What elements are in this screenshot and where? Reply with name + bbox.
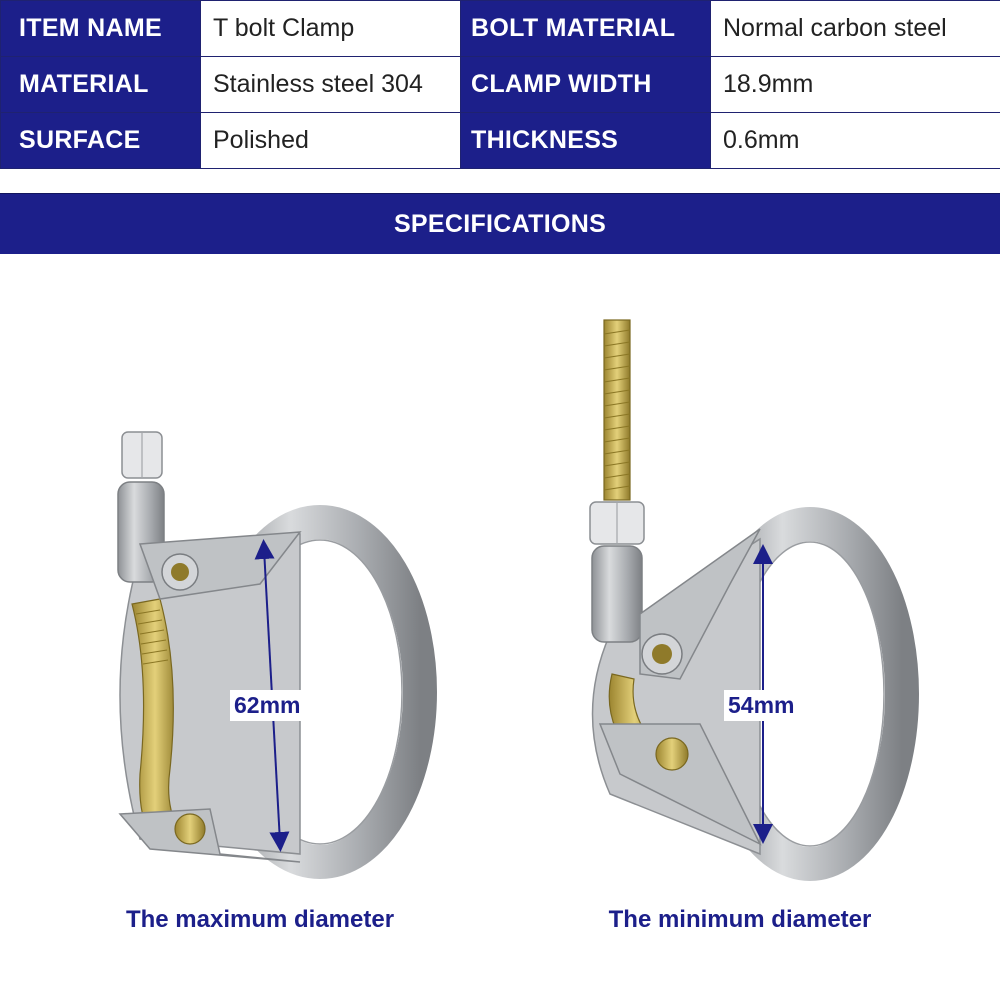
spec-value: 18.9mm <box>710 56 1000 113</box>
banner-title: SPECIFICATIONS <box>393 209 607 238</box>
product-illustration <box>117 319 919 881</box>
bridge-bottom <box>118 808 301 863</box>
caption-maximum-diameter: The maximum diameter <box>125 906 395 933</box>
bolt-threads <box>135 609 169 665</box>
spec-row: MATERIAL Stainless steel 304 CLAMP WIDTH… <box>0 56 1000 113</box>
spec-value: Polished <box>200 112 461 169</box>
spec-label: ITEM NAME <box>0 0 201 57</box>
t-bolt-clamp-open-icon <box>117 431 437 879</box>
bridge-bottom <box>598 723 762 846</box>
spec-row: ITEM NAME T bolt Clamp BOLT MATERIAL Nor… <box>0 0 1000 57</box>
spec-value: 0.6mm <box>710 112 1000 169</box>
spec-value: T bolt Clamp <box>200 0 461 57</box>
spec-label: BOLT MATERIAL <box>460 0 711 57</box>
trunnion <box>591 545 643 643</box>
spec-label: SURFACE <box>0 112 201 169</box>
spec-row: SURFACE Polished THICKNESS 0.6mm <box>0 112 1000 169</box>
spec-value: Stainless steel 304 <box>200 56 461 113</box>
t-bolt <box>603 319 631 501</box>
bolt-threads <box>603 329 631 491</box>
dimension-label-min: 54mm <box>724 690 799 721</box>
product-photo: 62mm 54mm The maximum diameter The minim… <box>0 254 1000 1000</box>
spec-label: MATERIAL <box>0 56 201 113</box>
spec-value: Normal carbon steel <box>710 0 1000 57</box>
spec-label: THICKNESS <box>460 112 711 169</box>
caption-minimum-diameter: The minimum diameter <box>608 906 872 933</box>
t-bolt-clamp-closed-icon <box>589 319 919 881</box>
specifications-banner: SPECIFICATIONS <box>0 193 1000 255</box>
dimension-label-max: 62mm <box>230 690 305 721</box>
spec-label: CLAMP WIDTH <box>460 56 711 113</box>
spec-table: ITEM NAME T bolt Clamp BOLT MATERIAL Nor… <box>0 0 1000 169</box>
